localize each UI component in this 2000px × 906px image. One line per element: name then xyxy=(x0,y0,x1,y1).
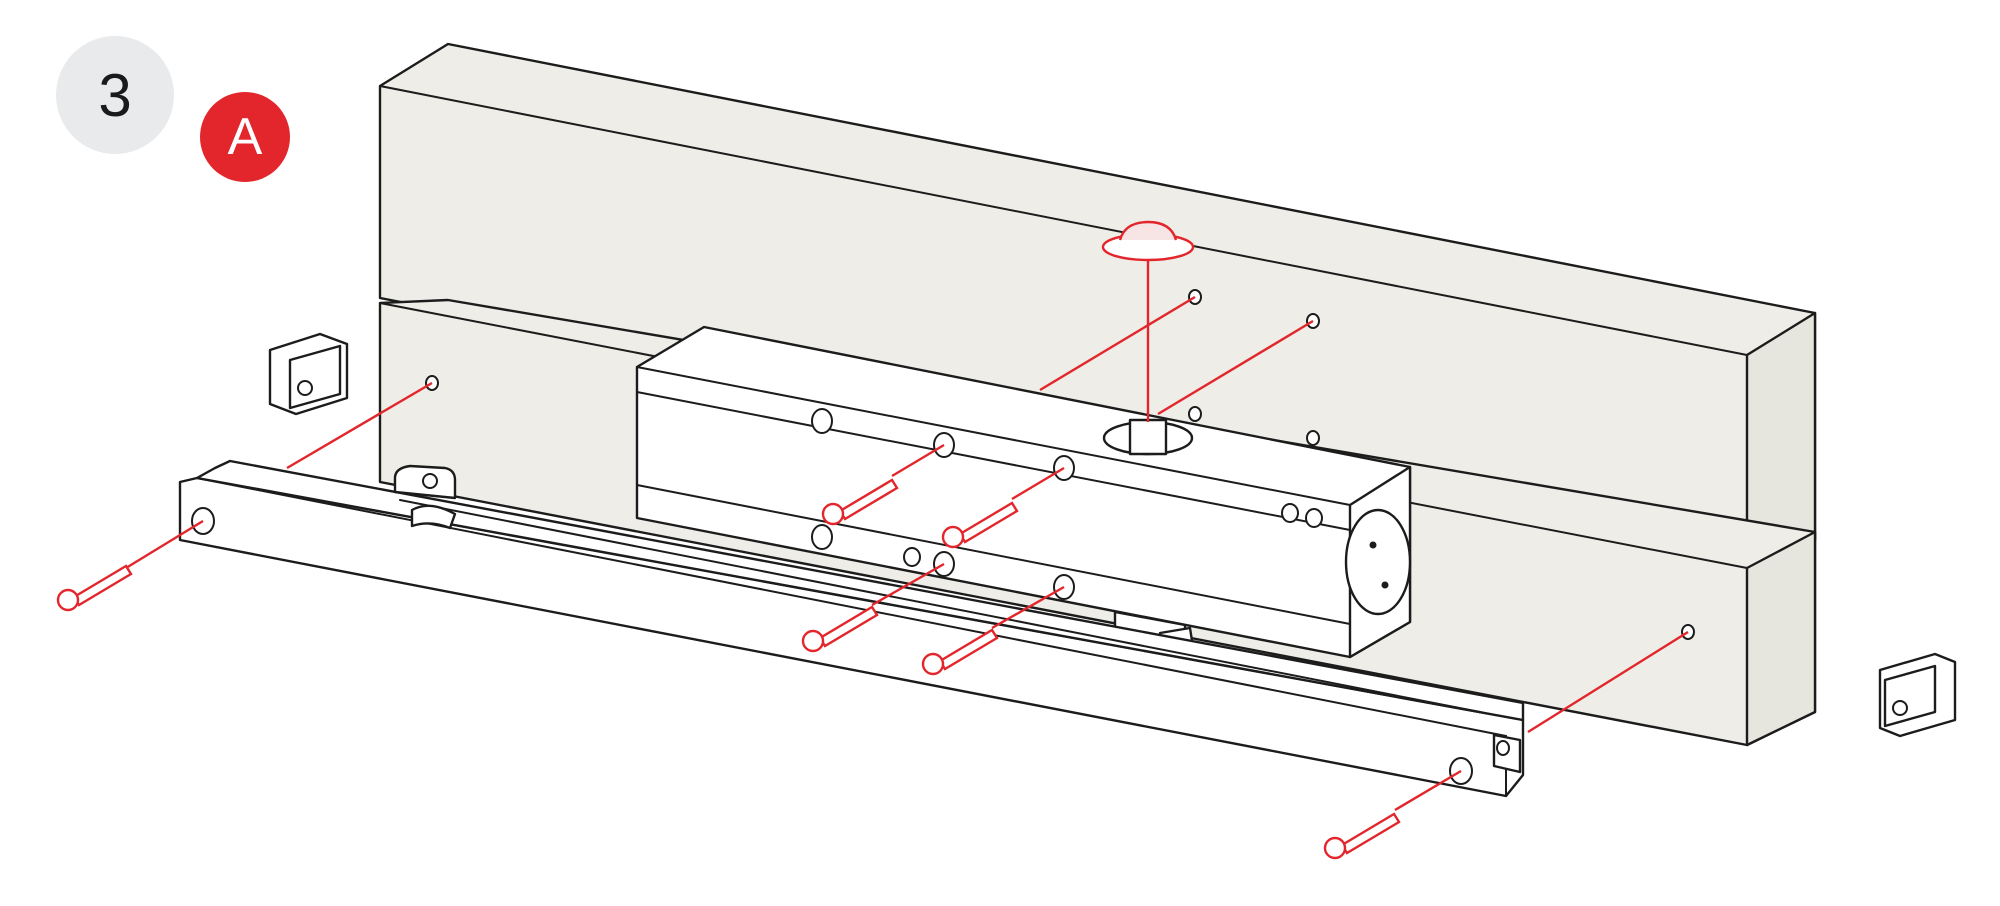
variant-label: A xyxy=(227,108,263,166)
mounting-holes xyxy=(425,289,1695,640)
alignment-lines xyxy=(125,255,1689,812)
screws xyxy=(56,478,1401,860)
screw-body-1 xyxy=(821,478,899,526)
step-number-circle: 3 xyxy=(56,36,174,154)
slide-track xyxy=(178,459,1525,798)
step-number: 3 xyxy=(98,61,132,129)
screw-body-3 xyxy=(801,605,879,653)
screw-track-left xyxy=(56,564,133,612)
variant-badge: A xyxy=(200,92,290,182)
screw-track-right xyxy=(1323,812,1401,860)
end-cap-left xyxy=(268,332,349,416)
end-cap-right xyxy=(1878,652,1957,738)
cover-cap xyxy=(1101,220,1195,262)
end-valve-disc xyxy=(1344,508,1412,616)
screw-body-4 xyxy=(921,628,999,676)
screw-body-2 xyxy=(941,501,1019,549)
